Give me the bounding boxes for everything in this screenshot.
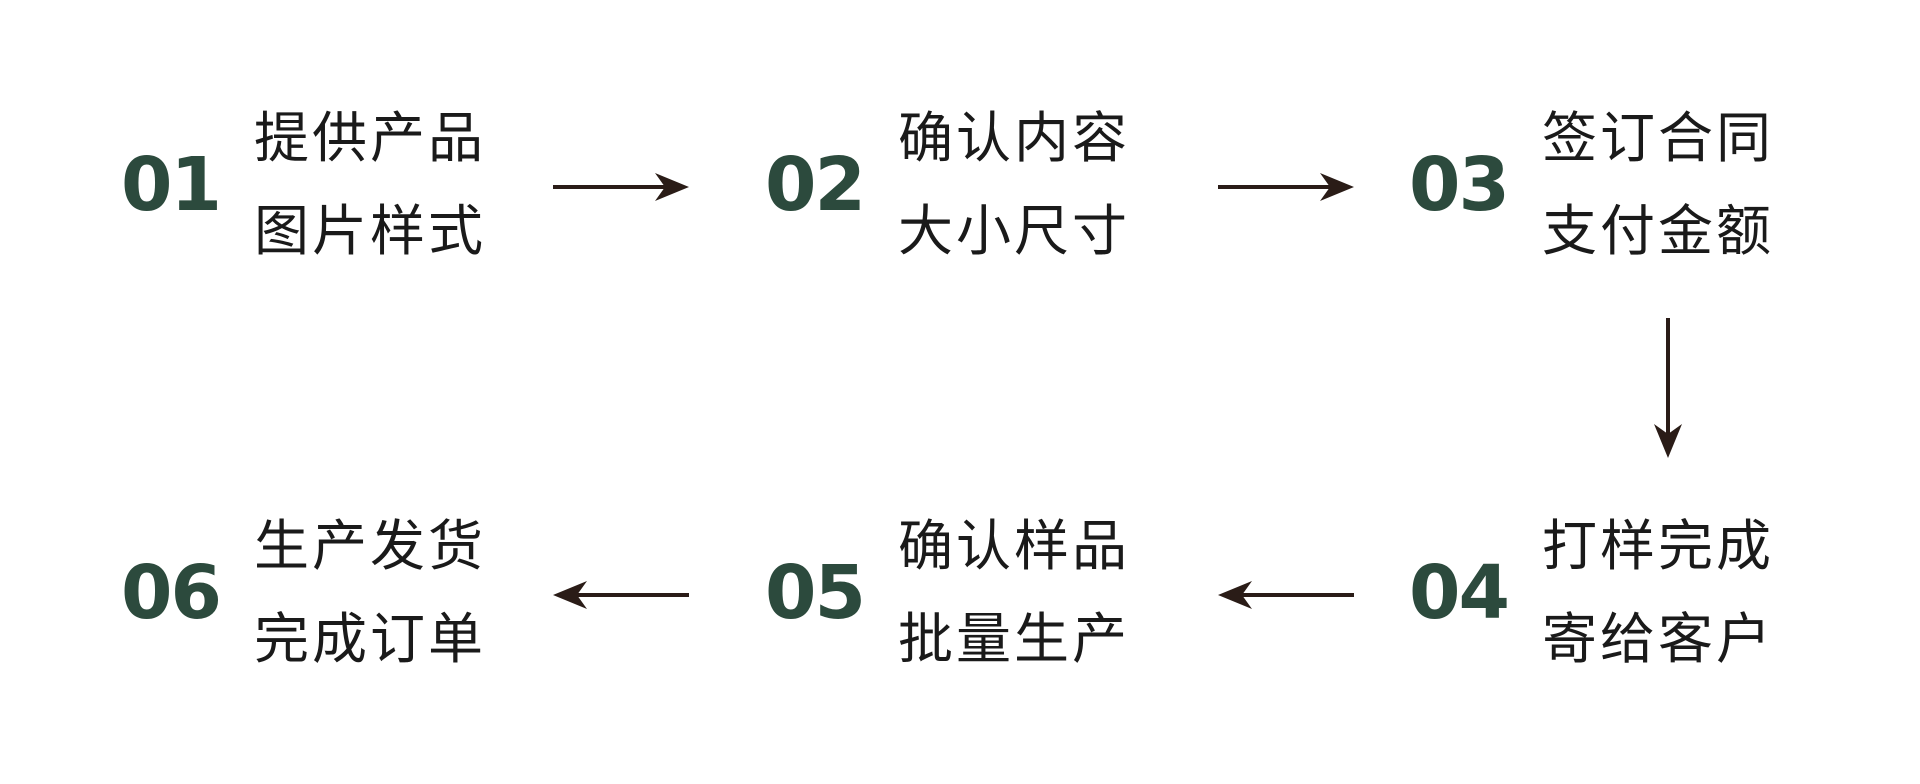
step-03: 03 签订合同 支付金额 bbox=[1396, 90, 1774, 280]
step-01: 01 提供产品 图片样式 bbox=[108, 90, 486, 280]
arrow-right-icon bbox=[1218, 169, 1354, 205]
step-06-number: 06 bbox=[121, 550, 222, 636]
step-02: 02 确认内容 大小尺寸 bbox=[752, 90, 1130, 280]
step-05-line1: 确认样品 bbox=[898, 515, 1131, 577]
step-03-number: 03 bbox=[1409, 142, 1510, 228]
step-05-number: 05 bbox=[765, 550, 866, 636]
arrow-down-icon bbox=[1650, 318, 1686, 458]
step-05-line2: 批量生产 bbox=[898, 608, 1131, 670]
step-03-line1: 签订合同 bbox=[1542, 107, 1775, 169]
arrow-right-icon bbox=[553, 169, 689, 205]
step-06-line2: 完成订单 bbox=[254, 608, 487, 670]
step-01-number: 01 bbox=[121, 142, 222, 228]
step-01-label: 提供产品 图片样式 bbox=[254, 92, 486, 278]
step-01-line2: 图片样式 bbox=[254, 200, 487, 262]
arrow-left-icon bbox=[553, 577, 689, 613]
step-06-label: 生产发货 完成订单 bbox=[254, 500, 486, 686]
step-05: 05 确认样品 批量生产 bbox=[752, 498, 1130, 688]
step-06-line1: 生产发货 bbox=[254, 515, 487, 577]
step-04-label: 打样完成 寄给客户 bbox=[1542, 500, 1774, 686]
step-02-line2: 大小尺寸 bbox=[898, 200, 1131, 262]
step-05-label: 确认样品 批量生产 bbox=[898, 500, 1130, 686]
step-04: 04 打样完成 寄给客户 bbox=[1396, 498, 1774, 688]
step-03-label: 签订合同 支付金额 bbox=[1542, 92, 1774, 278]
step-02-line1: 确认内容 bbox=[898, 107, 1131, 169]
step-02-number: 02 bbox=[765, 142, 866, 228]
step-04-line1: 打样完成 bbox=[1542, 515, 1775, 577]
step-04-line2: 寄给客户 bbox=[1542, 608, 1775, 670]
step-01-line1: 提供产品 bbox=[254, 107, 487, 169]
step-02-label: 确认内容 大小尺寸 bbox=[898, 92, 1130, 278]
step-06: 06 生产发货 完成订单 bbox=[108, 498, 486, 688]
step-03-line2: 支付金额 bbox=[1542, 200, 1775, 262]
arrow-left-icon bbox=[1218, 577, 1354, 613]
step-04-number: 04 bbox=[1409, 550, 1510, 636]
